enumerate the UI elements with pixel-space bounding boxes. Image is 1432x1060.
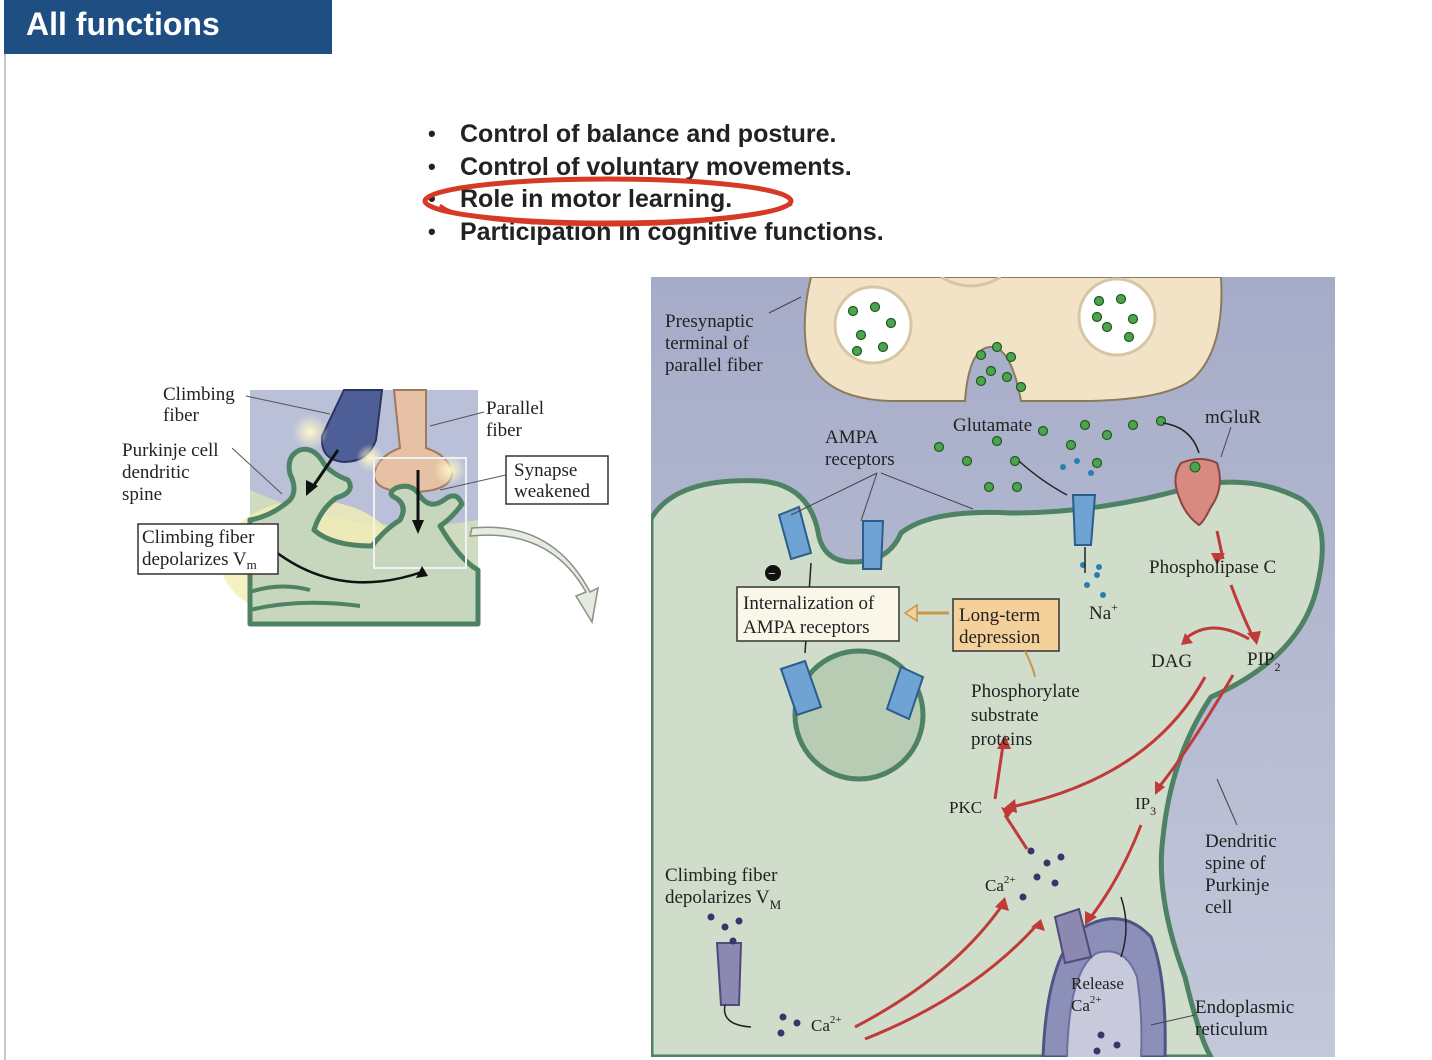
label-glutamate: Glutamate [953,415,1032,436]
label-climbing-fiber: Climbing [163,384,235,405]
vesicle [833,285,913,365]
label-na: Na+ [1089,600,1118,624]
label-climbing-depolarizes: Climbing fiber [142,527,255,548]
ltd-box [952,598,1060,652]
label-phospholipase-c: Phospholipase C [1149,557,1276,578]
list-item: Control of balance and posture. [428,118,884,151]
label-parallel-fiber: Parallel [486,398,544,419]
slide-left-rule [4,54,6,1060]
label-release: Release [1071,974,1124,993]
internalization-box [736,586,900,642]
label-presynaptic: Presynaptic [665,311,754,332]
label-synapse-weakened: Synapse [514,460,577,481]
label-mglur: mGluR [1205,407,1261,428]
label-dag: DAG [1151,651,1192,672]
ampa-receptor [777,505,813,561]
output-arrow [469,526,599,625]
label-ca-mid: Ca2+ [985,874,1016,895]
ampa-receptor [779,659,823,717]
label-purkinje-spine: Purkinje cell [122,440,219,461]
ampa-receptor [1053,907,1093,965]
list-item: Control of voluntary movements. [428,151,884,184]
svg-text:−: − [768,567,776,582]
label-internalization: Internalization of [743,593,875,614]
label-pkc: PKC [949,798,982,817]
ampa-receptor [862,520,885,570]
inhibition-sign [765,565,781,581]
label-pip: PIP2 [1247,649,1280,674]
ampa-receptor [885,665,925,721]
label-ip: IP3 [1135,794,1156,818]
vesicle [1077,277,1157,357]
endosome [792,648,926,782]
label-dendritic-spine: Dendritic [1205,831,1277,852]
label-ltd: Long-term [959,605,1040,626]
climbing-fiber-shape [320,389,384,464]
function-list: Control of balance and posture. Control … [428,118,884,248]
label-phosphorylate: Phosphorylate [971,681,1080,702]
ampa-receptor [715,942,743,1006]
label-ca-bottom: Ca2+ [811,1014,842,1035]
label-er: Endoplasmic [1195,997,1294,1018]
synapse-highlight-box [373,457,467,569]
label-ampa-receptors: AMPA [825,427,878,448]
highlight-ellipse [422,176,794,227]
ampa-receptor [1071,494,1097,546]
list-item: Role in motor learning. [428,183,884,216]
mglur-receptor [1174,458,1221,527]
label-climbing-depolarizes-right: Climbing fiber [665,865,778,886]
slide-title: All functions [4,0,332,54]
